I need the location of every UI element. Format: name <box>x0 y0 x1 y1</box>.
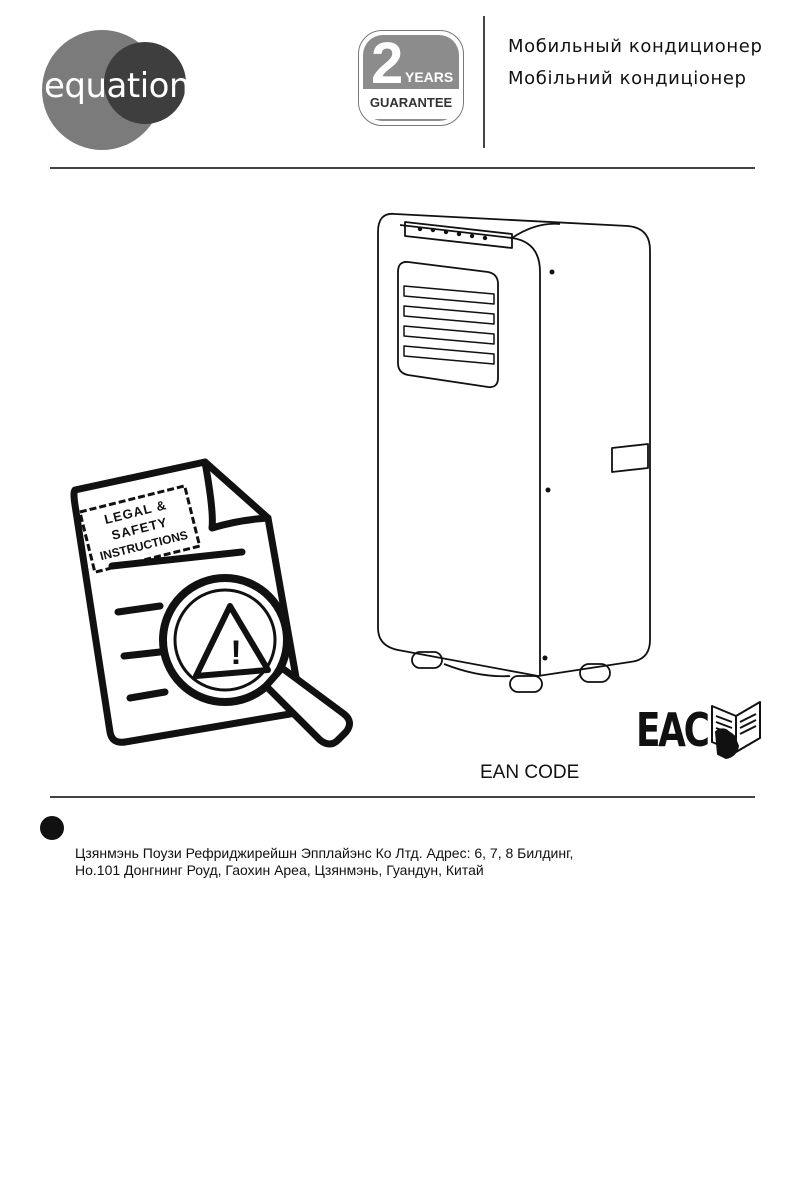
eac-mark: EAC <box>636 704 708 758</box>
ac-vent-frame <box>398 262 498 387</box>
ac-screws <box>543 270 555 661</box>
magnifier-handle <box>266 668 350 744</box>
ac-side-handle <box>612 444 648 472</box>
warning-mark: ! <box>230 634 241 672</box>
document-line <box>124 652 160 656</box>
manufacturer-bullet <box>40 816 64 840</box>
ac-wheels <box>412 652 610 692</box>
document-line <box>130 692 165 698</box>
ean-code-label: EAN CODE <box>480 762 579 784</box>
ac-vent-louvers <box>404 286 494 364</box>
document-line <box>118 606 160 612</box>
ac-body-outline <box>378 214 650 676</box>
air-conditioner-illustration <box>378 214 650 692</box>
ac-front-edge <box>400 225 540 676</box>
read-manual-icon <box>712 702 760 758</box>
manufacturer-address-line-2: Но.101 Донгнинг Роуд, Гаохин Ареа, Цзянм… <box>75 862 484 878</box>
ac-side-curve <box>512 224 560 238</box>
middle-divider <box>50 796 755 798</box>
manufacturer-address-line-1: Цзянмэнь Поузи Рефриджирейшн Эпплайэнс К… <box>75 845 573 861</box>
